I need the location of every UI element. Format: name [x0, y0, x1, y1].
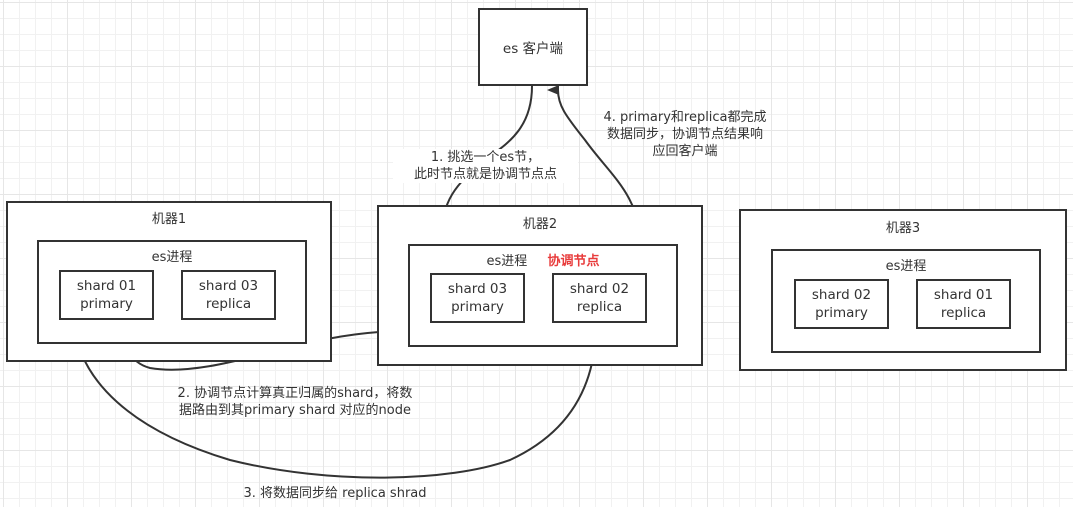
es-process: es进程 shard 02 primary shard 01 replica: [771, 249, 1041, 353]
shard-box: shard 02 primary: [794, 279, 889, 329]
shard-id: shard 01: [933, 287, 994, 303]
shard-id: shard 02: [569, 281, 630, 297]
es-process: es进程 shard 01 primary shard 03 replica: [37, 240, 307, 344]
shard-box: shard 03 primary: [430, 273, 525, 323]
process-label: es进程: [885, 259, 927, 274]
process-label: es进程 协调节点: [410, 250, 676, 269]
es-process: es进程 协调节点 shard 03 primary shard 02 repl…: [408, 244, 678, 347]
shard-role: primary: [80, 296, 133, 312]
machine-label: 机器3: [885, 221, 921, 236]
process-name: es进程: [486, 254, 528, 269]
shard-box: shard 01 primary: [59, 270, 154, 320]
arrow-step3: [73, 323, 598, 479]
client-label: es 客户端: [502, 41, 564, 57]
shard-box: shard 03 replica: [181, 270, 276, 320]
coordinator-tag: 协调节点: [547, 254, 600, 269]
machine-2: 机器2 es进程 协调节点 shard 03 primary shard 02 …: [377, 205, 703, 366]
machine-1: 机器1 es进程 shard 01 primary shard 03 repli…: [6, 201, 332, 362]
shard-id: shard 03: [447, 281, 508, 297]
shard-id: shard 03: [198, 278, 259, 294]
step-2-note: 2. 协调节点计算真正归属的shard，将数 据路由到其primary shar…: [177, 386, 413, 418]
shard-id: shard 02: [811, 287, 872, 303]
shard-role: primary: [451, 299, 504, 315]
shard-box: shard 01 replica: [916, 279, 1011, 329]
step-1-note: 1. 挑选一个es节， 此时节点就是协调节点点: [393, 149, 578, 183]
process-label: es进程: [151, 250, 193, 265]
shard-role: replica: [205, 296, 252, 312]
step-4-note: 4. primary和replica都完成 数据同步，协调节点结果响 应回客户端: [603, 110, 767, 159]
machine-label: 机器1: [151, 212, 187, 227]
shard-role: primary: [815, 305, 868, 321]
shard-role: replica: [576, 299, 623, 315]
machine-3: 机器3 es进程 shard 02 primary shard 01 repli…: [739, 209, 1067, 371]
shard-box: shard 02 replica: [552, 273, 647, 323]
shard-id: shard 01: [76, 278, 137, 294]
client-box: es 客户端: [478, 8, 588, 86]
machine-label: 机器2: [522, 217, 558, 232]
shard-role: replica: [940, 305, 987, 321]
step-3-note: 3. 将数据同步给 replica shrad: [243, 486, 427, 501]
